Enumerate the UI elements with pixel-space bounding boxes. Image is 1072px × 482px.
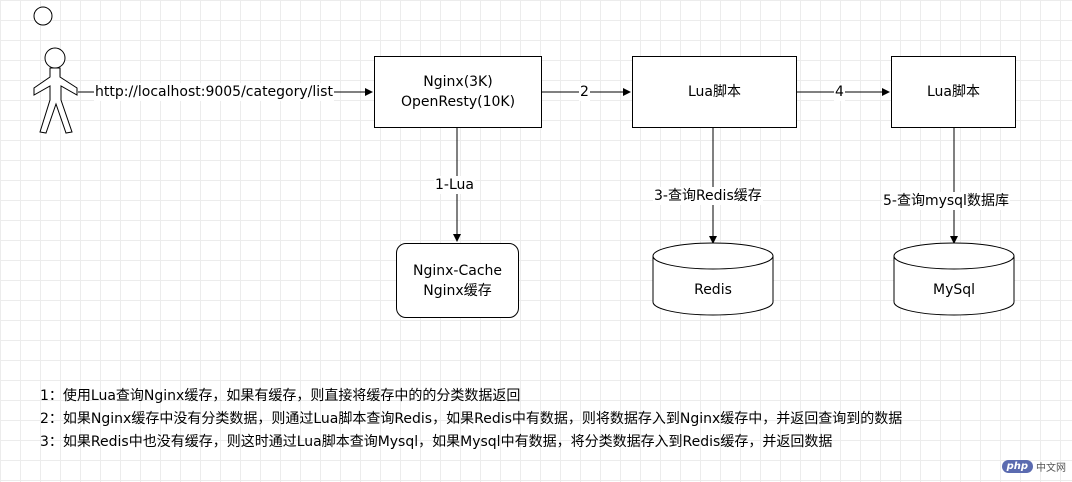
small-circle-shape	[33, 6, 53, 26]
mysql-label: MySql	[932, 282, 976, 298]
lua-script-node-1: Lua脚本	[632, 56, 797, 128]
nginx-node-line1: Nginx(3K)	[423, 74, 493, 90]
watermark-text: 中文网	[1036, 463, 1066, 474]
note-2: 2：如果Nginx缓存中没有分类数据，则通过Lua脚本查询Redis，如果Red…	[40, 411, 903, 427]
redis-label: Redis	[694, 282, 732, 298]
nginx-cache-node: Nginx-Cache Nginx缓存	[396, 243, 519, 318]
edge-5-label: 5-查询mysql数据库	[882, 192, 1010, 210]
note-3: 3：如果Redis中也没有缓存，则这时通过Lua脚本查询Mysql，如果Mysq…	[40, 434, 833, 450]
edge-1-label: 1-Lua	[434, 176, 475, 194]
actor-stick-figure-icon	[33, 47, 78, 134]
lua-script-node-2-label: Lua脚本	[926, 84, 980, 100]
mysql-cylinder-shape	[893, 242, 1015, 316]
edge-2-label: 2	[579, 83, 590, 101]
nginx-cache-node-line1: Nginx-Cache	[413, 262, 502, 279]
lua-script-node-1-label: Lua脚本	[687, 84, 741, 100]
nginx-cache-node-line2: Nginx缓存	[423, 282, 492, 299]
note-1: 1：使用Lua查询Nginx缓存，如果有缓存，则直接将缓存中的的分类数据返回	[40, 388, 521, 404]
php-logo-icon: php	[1001, 460, 1033, 473]
notes-list: 1：使用Lua查询Nginx缓存，如果有缓存，则直接将缓存中的的分类数据返回 2…	[40, 385, 902, 454]
edge-4-label: 4	[834, 83, 845, 101]
nginx-node-line2: OpenResty(10K)	[400, 94, 516, 110]
redis-cylinder-shape	[652, 242, 774, 316]
lua-script-node-2: Lua脚本	[891, 56, 1016, 128]
nginx-node: Nginx(3K) OpenResty(10K)	[374, 56, 542, 128]
actor-url-label: http://localhost:9005/category/list	[94, 83, 334, 101]
edge-3-label: 3-查询Redis缓存	[653, 187, 763, 205]
watermark: php 中文网	[1001, 459, 1066, 474]
